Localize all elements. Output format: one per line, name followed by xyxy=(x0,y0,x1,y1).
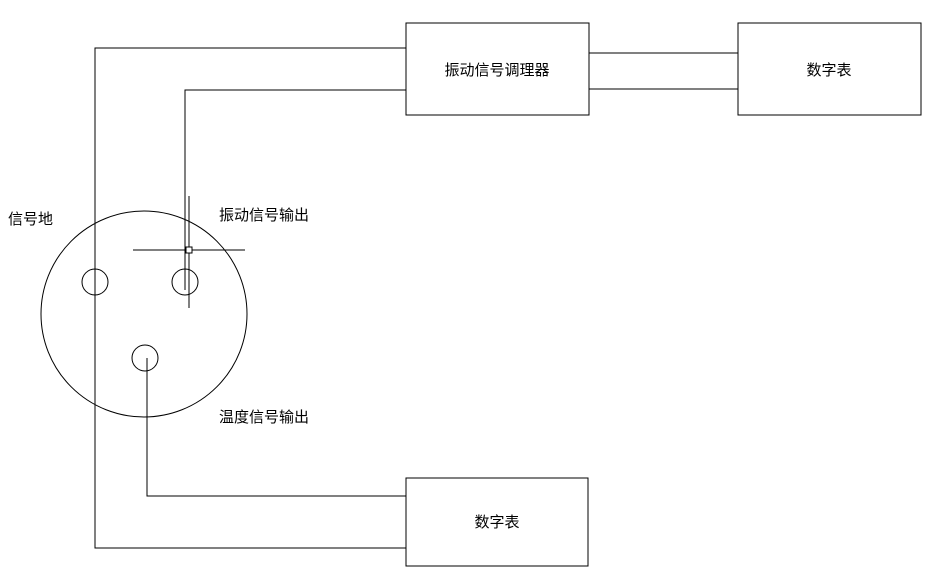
box-meter-top: 数字表 xyxy=(737,22,922,116)
box-meter-top-label: 数字表 xyxy=(806,61,851,79)
connector-body xyxy=(40,210,248,418)
pin-temperature xyxy=(131,344,159,372)
box-meter-bottom: 数字表 xyxy=(405,477,589,567)
box-conditioner: 振动信号调理器 xyxy=(405,22,590,116)
connector xyxy=(40,210,248,418)
box-meter-bottom-label: 数字表 xyxy=(474,513,519,531)
ground-wire-top xyxy=(94,47,406,549)
vibration-wire xyxy=(184,89,406,280)
box-conditioner-label: 振动信号调理器 xyxy=(444,61,549,79)
crosshair-cursor-icon xyxy=(133,196,245,308)
label-temperature-output: 温度信号输出 xyxy=(219,408,309,426)
wires xyxy=(94,47,738,549)
temperature-wire xyxy=(146,358,406,497)
label-signal-ground: 信号地 xyxy=(8,210,53,228)
label-vibration-output: 振动信号输出 xyxy=(219,206,309,224)
